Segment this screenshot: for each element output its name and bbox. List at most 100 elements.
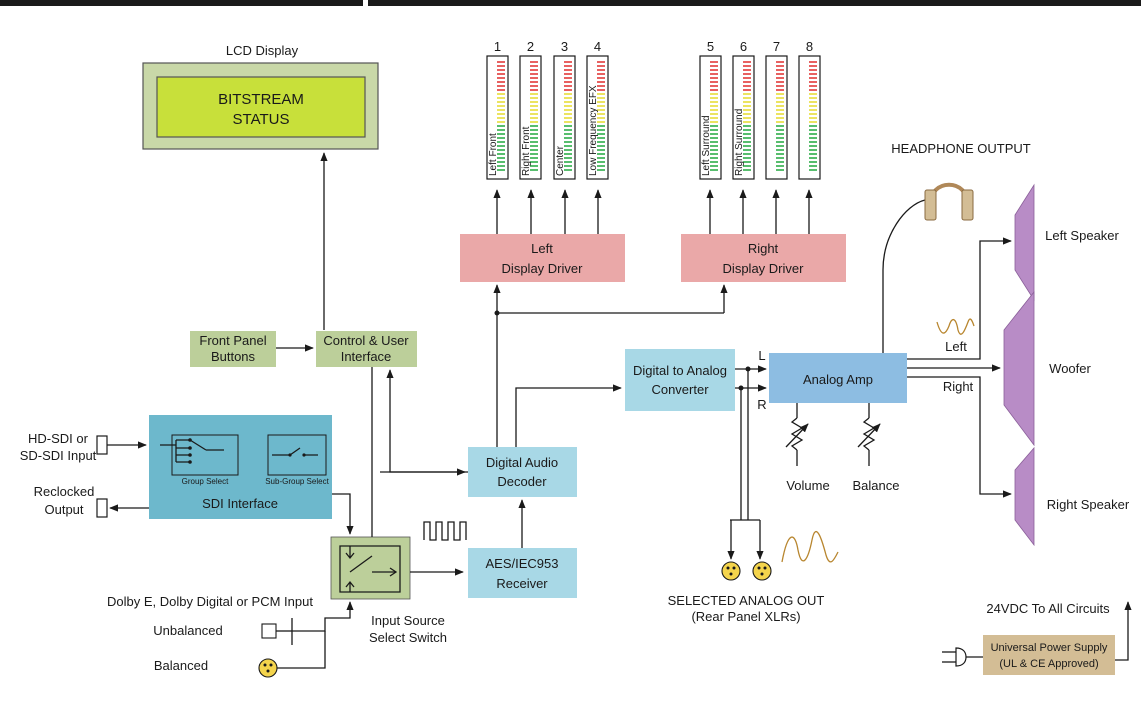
header-bar — [0, 0, 1141, 6]
meter-label-1: Left Front — [488, 133, 499, 176]
left-speaker-label: Left Speaker — [1045, 228, 1119, 243]
dac-line-1: Digital to Analog — [633, 363, 727, 378]
control-user-interface: Control & User Interface — [316, 331, 417, 367]
reclocked-output-connector — [96, 498, 149, 518]
unbalanced-label: Unbalanced — [153, 623, 222, 638]
amp-right-label: Right — [943, 379, 974, 394]
universal-power-supply: Universal Power Supply (UL & CE Approved… — [983, 635, 1115, 675]
woofer-icon — [1003, 290, 1035, 447]
volume-label: Volume — [786, 478, 829, 493]
meter-number-6: 6 — [740, 39, 747, 54]
volume-potentiometer — [785, 403, 809, 466]
sdi-interface: Group Select Sub-Group Select SDI Interf… — [149, 415, 332, 519]
sdi-input-line-1: HD-SDI or — [28, 431, 89, 446]
meter-number-5: 5 — [707, 39, 714, 54]
dac-to-amp-wires — [735, 365, 767, 392]
left-display-driver: Left Display Driver — [460, 234, 625, 282]
analog-out-line-2: (Rear Panel XLRs) — [691, 609, 800, 624]
input-source-select-switch — [330, 536, 411, 600]
analog-out-line-1: SELECTED ANALOG OUT — [668, 593, 825, 608]
meter-number-1: 1 — [494, 39, 501, 54]
control-line-2: Interface — [341, 349, 392, 364]
power-line-2: (UL & CE Approved) — [999, 658, 1098, 670]
right-speaker-icon — [1014, 446, 1035, 547]
decoder-to-drivers-wires — [493, 284, 728, 447]
level-meter-8: 8 — [798, 39, 821, 180]
meter-number-4: 4 — [594, 39, 601, 54]
front-panel-buttons: Front Panel Buttons — [190, 331, 276, 367]
meter-number-8: 8 — [806, 39, 813, 54]
balance-potentiometer — [857, 403, 881, 466]
receiver-line-1: AES/IEC953 — [486, 556, 559, 571]
woofer-label: Woofer — [1049, 361, 1091, 376]
meter-number-2: 2 — [527, 39, 534, 54]
power-line-1: Universal Power Supply — [991, 642, 1108, 654]
meter-label-4: Low Frequency EFX — [588, 85, 599, 176]
dac-l-label: L — [758, 348, 765, 363]
dolby-input-label: Dolby E, Dolby Digital or PCM Input — [107, 594, 313, 609]
dac-to-analog-out-wires — [727, 369, 764, 560]
balanced-to-switch-wire — [277, 631, 326, 669]
digital-pulse-train — [423, 521, 467, 541]
meter-label-5: Left Surround — [701, 115, 712, 176]
digital-to-analog-converter: Digital to Analog Converter — [625, 349, 735, 411]
sdi-title: SDI Interface — [202, 496, 278, 511]
dac-line-2: Converter — [651, 382, 709, 397]
meter-label-2: Right Front — [521, 126, 532, 176]
lcd-line-2: STATUS — [233, 111, 290, 128]
analog-wave-squiggle — [781, 531, 839, 563]
left-speaker-icon — [1014, 183, 1035, 302]
level-meter-7: 7 — [765, 39, 788, 180]
driver-to-meter-wires — [493, 189, 813, 234]
dac-r-label: R — [757, 397, 766, 412]
balanced-label: Balanced — [154, 658, 208, 673]
sdi-to-switch-wire — [332, 493, 354, 535]
amp-wave-squiggle — [936, 318, 975, 335]
amp-output-wires — [882, 199, 1012, 498]
group-select-label: Group Select — [182, 477, 229, 486]
amp-left-label: Left — [945, 339, 967, 354]
headphone-label: HEADPHONE OUTPUT — [891, 141, 1030, 156]
input-switch-line-2: Select Switch — [369, 630, 447, 645]
right-driver-line-1: Right — [748, 241, 779, 256]
receiver-line-2: Receiver — [496, 576, 548, 591]
reclocked-line-2: Output — [44, 502, 83, 517]
power-out-wire — [1115, 601, 1132, 661]
front-panel-line-1: Front Panel — [199, 333, 266, 348]
meter-number-3: 3 — [561, 39, 568, 54]
input-switch-line-1: Input Source — [371, 613, 445, 628]
decoder-line-1: Digital Audio — [486, 455, 558, 470]
lcd-line-1: BITSTREAM — [218, 91, 304, 108]
lcd-display: BITSTREAM STATUS — [142, 62, 379, 150]
analog-out-xlr-connectors — [721, 561, 772, 581]
unbalanced-connector — [261, 618, 293, 645]
unbalanced-to-switch-wire — [292, 601, 354, 632]
power-circuits-label: 24VDC To All Circuits — [986, 601, 1110, 616]
subgroup-select-label: Sub-Group Select — [265, 477, 329, 486]
sdi-input-line-2: SD-SDI Input — [20, 448, 97, 463]
lcd-caption: LCD Display — [226, 43, 299, 58]
left-driver-line-1: Left — [531, 241, 553, 256]
amp-title: Analog Amp — [803, 372, 873, 387]
meter-label-6: Right Surround — [734, 109, 745, 176]
decoder-to-control-wire — [386, 369, 468, 473]
reclocked-line-1: Reclocked — [34, 484, 95, 499]
decoder-to-dac-wire — [515, 384, 622, 447]
headphone-icon — [924, 182, 974, 221]
right-driver-line-2: Display Driver — [723, 261, 805, 276]
right-speaker-label: Right Speaker — [1047, 497, 1130, 512]
decoder-line-2: Decoder — [497, 474, 547, 489]
digital-audio-decoder: Digital Audio Decoder — [468, 447, 577, 497]
front-panel-line-2: Buttons — [211, 349, 256, 364]
right-display-driver: Right Display Driver — [681, 234, 846, 282]
balance-label: Balance — [853, 478, 900, 493]
meter-label-3: Center — [555, 145, 566, 176]
